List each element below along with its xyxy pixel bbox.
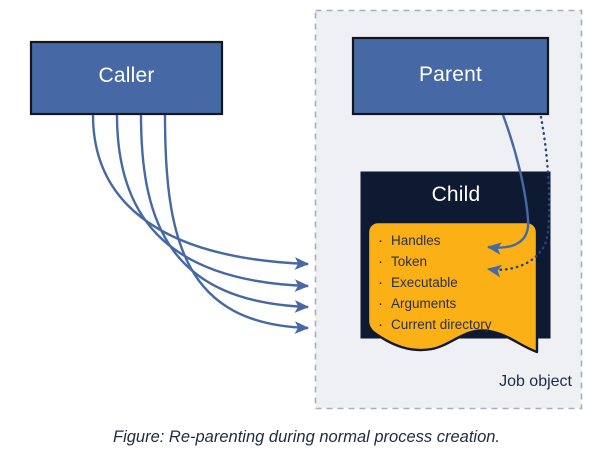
edge-caller-to-arguments (139, 114, 310, 313)
figure-caption: Figure: Re-parenting during normal proce… (112, 428, 501, 446)
bullet-icon: · (378, 274, 383, 291)
edge-caller-to-current-directory (163, 114, 310, 334)
list-item: · Current directory (378, 314, 538, 335)
child-attribute-list: · Handles · Token · Executable · Argumen… (378, 230, 538, 335)
list-item: · Handles (378, 230, 538, 251)
caller-box[interactable] (29, 40, 224, 116)
bullet-icon: · (378, 232, 383, 249)
edge-parent-to-handles (486, 114, 530, 255)
bullet-icon: · (378, 316, 383, 333)
parent-box[interactable] (351, 36, 550, 116)
edge-caller-to-executable (115, 114, 310, 292)
bullet-icon: · (378, 253, 383, 270)
list-item: · Token (378, 251, 538, 272)
attribute-current-directory: Current directory (391, 317, 492, 332)
bullet-icon: · (378, 295, 383, 312)
attribute-executable: Executable (391, 275, 458, 290)
attribute-token: Token (391, 254, 428, 269)
job-object-label: Job object (499, 373, 572, 390)
list-item: · Arguments (378, 293, 538, 314)
edge-caller-to-token (91, 114, 310, 270)
attribute-handles: Handles (391, 233, 441, 248)
attribute-arguments: Arguments (391, 296, 457, 311)
list-item: · Executable (378, 272, 538, 293)
edge-parent-to-token (486, 115, 551, 278)
